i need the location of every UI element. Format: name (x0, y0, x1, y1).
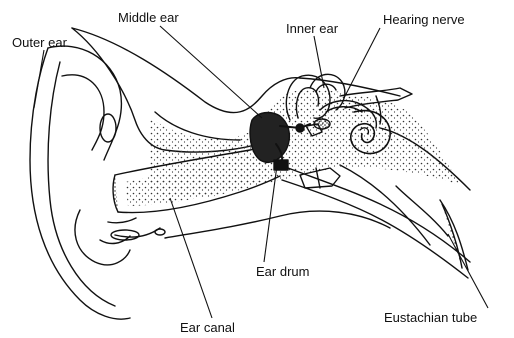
leader-line-eustachian-tube (448, 234, 488, 308)
label-ear-drum: Ear drum (256, 265, 309, 279)
label-middle-ear: Middle ear (118, 11, 179, 25)
label-eustachian-tube: Eustachian tube (384, 311, 477, 325)
leader-line-ear-canal (170, 198, 212, 318)
label-hearing-nerve: Hearing nerve (383, 13, 465, 27)
leader-line-middle-ear (160, 26, 262, 118)
label-ear-canal: Ear canal (180, 321, 235, 335)
label-outer-ear: Outer ear (12, 36, 67, 50)
leader-line-outer-ear (34, 50, 44, 108)
label-inner-ear: Inner ear (286, 22, 338, 36)
eustachian-tube-shape (282, 168, 470, 278)
skull-base-contour (165, 211, 390, 238)
